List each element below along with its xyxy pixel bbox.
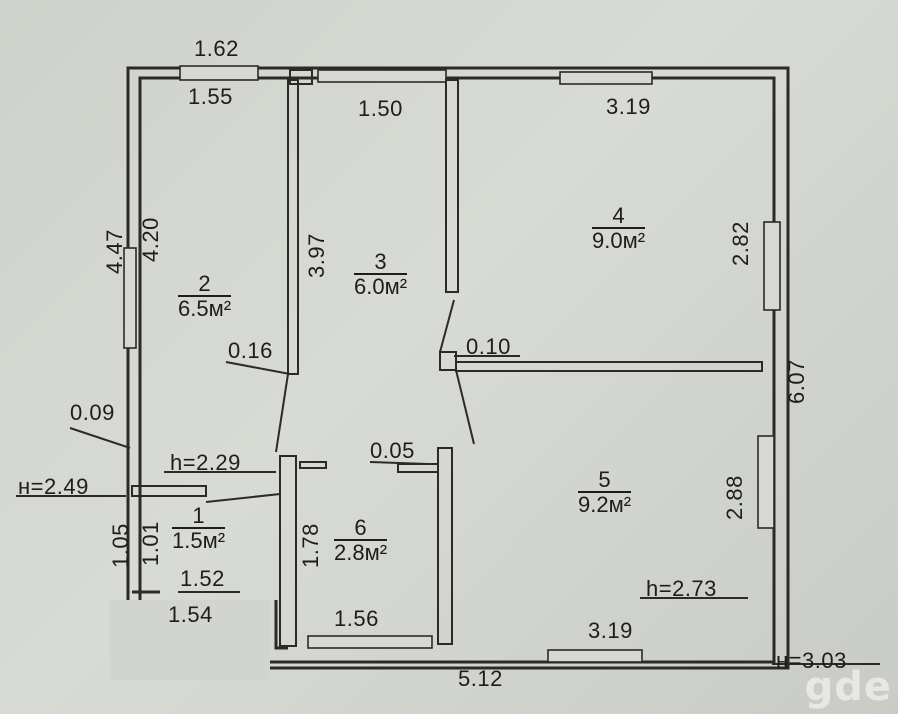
- room-4-area: 9.0м²: [592, 228, 646, 254]
- dim-bottom-left-inner: 1.01: [138, 521, 163, 566]
- dim-left-inner: 4.20: [138, 217, 163, 262]
- inner-boundary: [138, 76, 776, 664]
- room-4-label: 4 9.0м²: [592, 204, 646, 254]
- window-right-room4: [763, 221, 781, 311]
- wall-stub-room6-right: [397, 463, 439, 473]
- wall-junction-top: [289, 69, 313, 85]
- dim-top-inner-left: 1.55: [188, 84, 233, 109]
- leader-016: [225, 361, 291, 375]
- window-bottom-room5: [547, 649, 643, 663]
- room-5-number: 5: [578, 468, 632, 494]
- room-6-area: 2.8м²: [334, 540, 388, 566]
- wall-room4-room5: [455, 361, 763, 372]
- dim-room4-top: 3.19: [606, 94, 651, 119]
- room-5-label: 5 9.2м²: [578, 468, 632, 518]
- dim-top-outer-left: 1.62: [194, 36, 239, 61]
- door-room2: [275, 373, 289, 453]
- dim-wall-016: 0.16: [228, 338, 273, 363]
- dim-room5-side: 2.88: [722, 475, 747, 520]
- dim-room4-side: 2.82: [728, 221, 753, 266]
- height-h249: н=2.49: [18, 474, 89, 499]
- outer-boundary: [126, 66, 790, 670]
- height-h303: н=3.03: [776, 648, 847, 673]
- wall-room1-room6: [279, 455, 297, 647]
- room-3-area: 6.0м²: [354, 274, 408, 300]
- dim-room6-side: 1.78: [298, 523, 323, 568]
- dim-room3-top: 1.50: [358, 96, 403, 121]
- dim-right-total: 6.07: [784, 359, 809, 404]
- dim-wall-009: 0.09: [70, 400, 115, 425]
- dim-room3-side: 3.97: [304, 233, 329, 278]
- doors: [205, 299, 475, 503]
- leader-009: [69, 427, 131, 449]
- room-6-number: 6: [334, 516, 388, 542]
- watermark-logo: gde: [804, 664, 892, 710]
- room-1-area: 1.5м²: [172, 528, 226, 554]
- dim-bottom-left-outer: 1.05: [108, 523, 133, 568]
- window-top-room2: [179, 65, 259, 81]
- window-top-room4: [559, 71, 653, 85]
- door-room3-room5: [455, 369, 475, 445]
- dim-wall-010: 0.10: [466, 334, 511, 359]
- room-1-number: 1: [172, 504, 226, 530]
- corner-cutout: [110, 600, 270, 680]
- dim-bottom-154: 1.54: [168, 602, 213, 627]
- dim-left-outer: 4.47: [102, 229, 127, 274]
- room-2-area: 6.5м²: [178, 296, 232, 322]
- wall-room2-room1: [131, 485, 207, 497]
- window-left-room2: [123, 247, 137, 349]
- leader-005: [369, 461, 429, 465]
- height-h229: h=2.29: [170, 450, 241, 475]
- room-2-number: 2: [178, 272, 232, 298]
- window-bottom-room6: [307, 635, 433, 649]
- interior-walls: [131, 69, 763, 647]
- room-4-number: 4: [592, 204, 646, 230]
- height-h273: h=2.73: [646, 576, 717, 601]
- wall-room3-room4-upper: [445, 79, 459, 293]
- windows: [123, 65, 781, 663]
- dim-bottom-152: 1.52: [180, 566, 225, 591]
- wall-room2-room3: [287, 79, 299, 375]
- dim-bottom-total: 5.12: [458, 666, 503, 691]
- dim-wall-005: 0.05: [370, 438, 415, 463]
- outer-walls: [126, 66, 790, 670]
- window-top-room3: [317, 69, 447, 83]
- dim-room5-bottom: 3.19: [588, 618, 633, 643]
- wall-room6-room5: [437, 447, 453, 645]
- room-3-number: 3: [354, 250, 408, 276]
- room-3-label: 3 6.0м²: [354, 250, 408, 300]
- room-5-area: 9.2м²: [578, 492, 632, 518]
- window-right-room5: [757, 435, 775, 529]
- door-room3-room4: [439, 299, 455, 353]
- column-center: [439, 351, 457, 371]
- room-1-label: 1 1.5м²: [172, 504, 226, 554]
- corner-wall-step: [132, 590, 288, 650]
- room-6-label: 6 2.8м²: [334, 516, 388, 566]
- room-2-label: 2 6.5м²: [178, 272, 232, 322]
- leader-lines: [16, 355, 880, 665]
- dim-room6-bottom: 1.56: [334, 606, 379, 631]
- wall-stub-room6: [299, 461, 327, 469]
- door-room1: [205, 493, 281, 503]
